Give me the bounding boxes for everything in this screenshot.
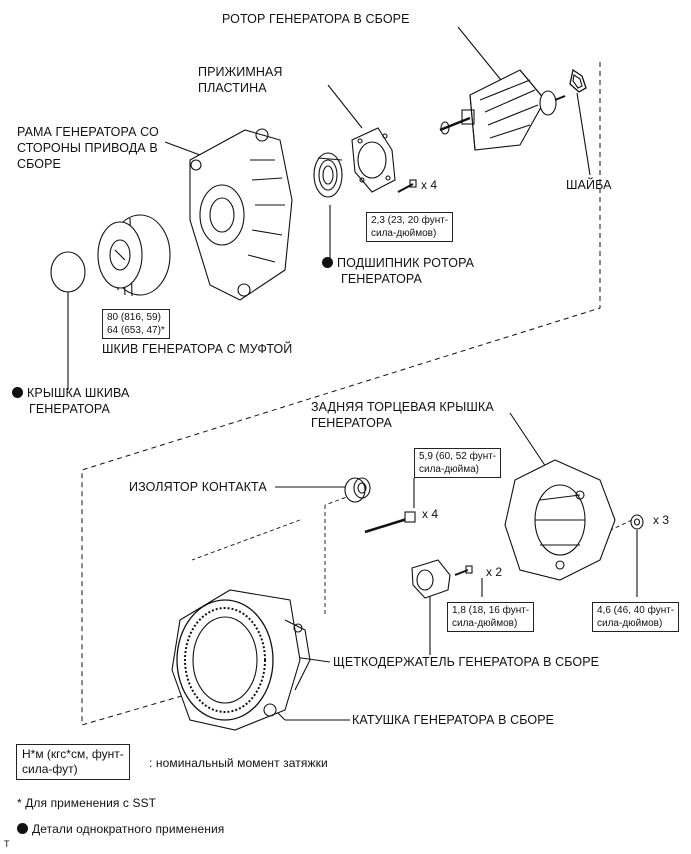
brush-screw-count: x 2	[486, 565, 503, 579]
nut-count: x 3	[653, 513, 670, 527]
single-use-icon	[12, 387, 23, 398]
frame-label-line-2: СТОРОНЫ ПРИВОДА В	[17, 141, 158, 155]
bolt-drawing	[364, 511, 416, 534]
washer-label: ШАЙБА	[566, 178, 612, 192]
torque-value: 5,9 (60, 52 фунт-	[419, 451, 497, 462]
stator-coil-drawing	[171, 589, 311, 731]
plate-drawing	[351, 127, 396, 193]
bearing-label-line-1: ПОДШИПНИК РОТОРА	[322, 255, 474, 271]
nut-drawing	[630, 514, 644, 530]
brush-holder-label: ЩЕТКОДЕРЖАТЕЛЬ ГЕНЕРАТОРА В СБОРЕ	[333, 655, 600, 669]
pulley-torque-box: 80 (816, 59) 64 (653, 47)*	[102, 309, 170, 339]
plate-screw-count: x 4	[421, 178, 438, 192]
torque-value: 2,3 (23, 20 фунт-	[371, 215, 449, 226]
torque-value-sst: 64 (653, 47)*	[107, 325, 165, 336]
plate-screw-drawing	[397, 179, 417, 193]
bolt-count: x 4	[422, 507, 439, 521]
bearing-label-text: ПОДШИПНИК РОТОРА	[337, 256, 475, 270]
rear-cover-drawing	[504, 459, 616, 581]
coil-label: КАТУШКА ГЕНЕРАТОРА В СБОРЕ	[352, 713, 555, 727]
legend-unit-box: Н*м (кгс*см, фунт- сила-фут)	[16, 744, 130, 780]
legend-unit-description: : номинальный момент затяжки	[149, 756, 328, 770]
brush-holder-drawing	[411, 559, 473, 599]
plate-label-line-2: ПЛАСТИНА	[198, 81, 267, 95]
drive-frame-drawing	[189, 128, 293, 301]
torque-unit: сила-дюймов)	[597, 618, 663, 629]
rotor-drawing	[439, 69, 566, 151]
frame-leader	[164, 141, 201, 156]
rear-cover-leader	[509, 412, 549, 471]
frame-label-line-3: СБОРЕ	[17, 157, 61, 171]
washer-leader	[576, 92, 591, 176]
bearing-label-line-2: ГЕНЕРАТОРА	[341, 272, 422, 286]
torque-value: 80 (816, 59)	[107, 312, 161, 323]
pulley-cap-label-line-2: ГЕНЕРАТОРА	[29, 402, 110, 416]
legend-single-use-text: Детали однократного применения	[32, 822, 225, 836]
pulley-label: ШКИВ ГЕНЕРАТОРА С МУФТОЙ	[102, 342, 293, 356]
bolt-torque-box: 5,9 (60, 52 фунт- сила-дюйма)	[414, 448, 502, 478]
plate-label-line-1: ПРИЖИМНАЯ	[198, 65, 283, 79]
assembly-dashed-outline	[81, 62, 601, 726]
pulley-drawing	[97, 214, 171, 297]
nut-torque-box: 4,6 (46, 40 фунт- сила-дюймов)	[592, 602, 680, 632]
torque-unit: сила-дюймов)	[452, 618, 518, 629]
torque-unit: сила-дюйма)	[419, 464, 479, 475]
torque-value: 1,8 (18, 16 фунт-	[452, 605, 530, 616]
rotor-leader	[457, 26, 506, 86]
pulley-cap-label-text: КРЫШКА ШКИВА	[27, 386, 130, 400]
bolt-axis-dashed	[191, 519, 301, 561]
plate-leader	[327, 84, 363, 129]
torque-unit: сила-дюймов)	[371, 228, 437, 239]
rear-cover-label-line-1: ЗАДНЯЯ ТОРЦЕВАЯ КРЫШКА	[311, 400, 494, 414]
pulley-cap-label-line-1: КРЫШКА ШКИВА	[12, 385, 129, 401]
legend-unit-line-1: Н*м (кгс*см, фунт-	[22, 747, 124, 761]
legend-sst-note: * Для применения с SST	[17, 796, 157, 810]
plate-torque-box: 2,3 (23, 20 фунт- сила-дюймов)	[366, 212, 454, 242]
frame-label-line-1: РАМА ГЕНЕРАТОРА СО	[17, 125, 159, 139]
rear-cover-label-line-2: ГЕНЕРАТОРА	[311, 416, 392, 430]
bearing-drawing	[313, 152, 343, 198]
legend-unit-line-2: сила-фут)	[22, 762, 78, 776]
insulator-dashed-line	[324, 494, 353, 506]
insulator-label: ИЗОЛЯТОР КОНТАКТА	[129, 480, 267, 494]
single-use-icon	[322, 257, 333, 268]
torque-value: 4,6 (46, 40 фунт-	[597, 605, 675, 616]
pulley-cap-drawing	[50, 251, 86, 293]
corner-mark: T	[4, 839, 10, 849]
washer-drawing	[569, 68, 587, 93]
insulator-drawing	[344, 477, 371, 503]
single-use-icon	[17, 823, 28, 834]
rotor-label: РОТОР ГЕНЕРАТОРА В СБОРЕ	[222, 12, 410, 26]
legend-single-use: Детали однократного применения	[17, 821, 224, 837]
brush-torque-box: 1,8 (18, 16 фунт- сила-дюймов)	[447, 602, 535, 632]
